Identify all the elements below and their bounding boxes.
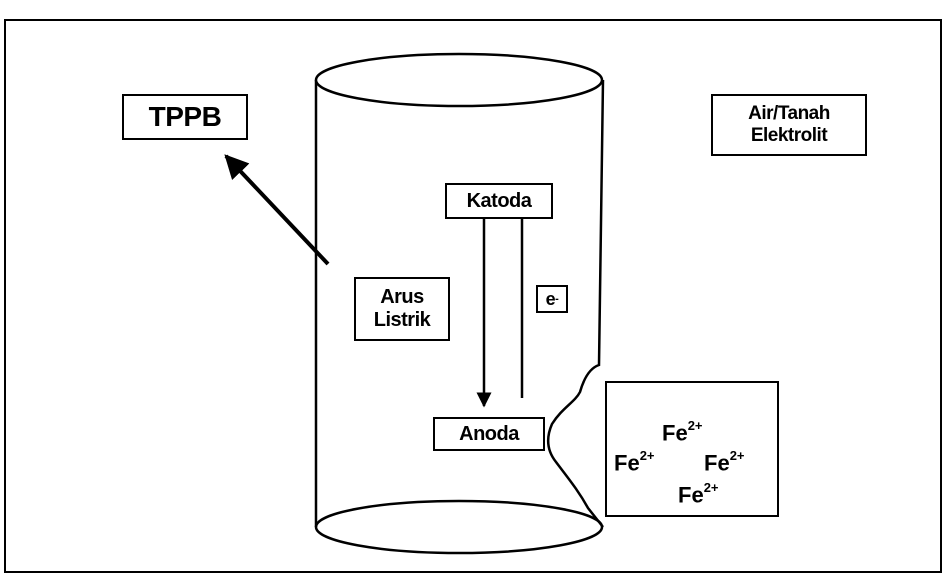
pipe-top-ellipse <box>314 52 604 108</box>
fe-ion-box <box>605 381 779 517</box>
fe-ion-bottom: Fe2+ <box>678 480 719 508</box>
current-line2: Listrik <box>373 309 431 331</box>
pipe-right-wall-corroded <box>546 79 605 528</box>
outer-frame <box>4 19 942 573</box>
arrow-to-tppb <box>224 154 330 266</box>
current-line1: Arus <box>380 286 424 308</box>
fe-ion-left: Fe2+ <box>614 448 655 476</box>
cathode-label: Katoda <box>445 183 553 219</box>
environment-line1: Air/Tanah <box>748 103 830 125</box>
fe-ion-right: Fe2+ <box>704 448 745 476</box>
environment-line2: Elektrolit <box>750 125 828 146</box>
environment-label: Air/Tanah Elektrolit <box>711 94 867 156</box>
electron-base: e <box>545 288 556 309</box>
tppb-label: TPPB <box>122 94 248 140</box>
fe-ion-top: Fe2+ <box>662 418 703 446</box>
pipe-bottom-ellipse <box>314 499 604 555</box>
electron-superscript: - <box>555 293 559 305</box>
current-label: Arus Listrik <box>354 277 450 341</box>
anode-label: Anoda <box>433 417 545 451</box>
electron-label: e- <box>536 285 568 313</box>
